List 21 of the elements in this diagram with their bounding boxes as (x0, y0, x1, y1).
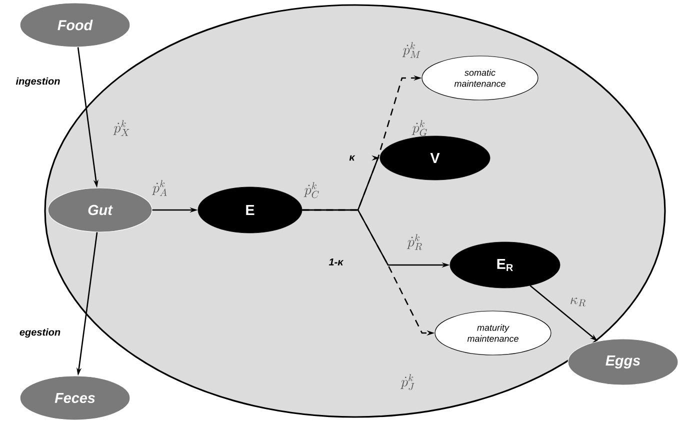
ellipse-node: Eggs (568, 338, 678, 386)
ellipse-node: E$_{R}$ (450, 242, 560, 288)
annotation-label: 1-κ (328, 258, 344, 266)
annotation-label: egestion (20, 328, 60, 338)
annotation-label: ingestion (16, 77, 60, 87)
flux-label: $\kappa_{R}$ (570, 298, 586, 306)
ellipse-node: Food (20, 2, 130, 48)
ellipse-node: E (198, 186, 302, 234)
flux-label: $\dot{p}_{A}^{k}$ (152, 180, 167, 196)
flux-label: $\dot{p}_{R}^{k}$ (406, 234, 422, 250)
flux-label: $\dot{p}_{G}^{k}$ (412, 120, 427, 136)
ellipse-node: maturity maintenance (434, 310, 552, 356)
flux-label: $\dot{p}_{C}^{k}$ (304, 182, 319, 198)
flux-label: $\dot{p}_{J}^{k}$ (400, 374, 414, 390)
flux-label: $\dot{p}_{X}^{k}$ (113, 120, 130, 136)
ellipse-node: V (380, 136, 490, 180)
ellipse-node: somatic maintenance (422, 56, 538, 100)
flux-label: $\dot{p}_{M}^{k}$ (402, 42, 420, 58)
ellipse-node: Feces (20, 376, 130, 420)
ellipse-node: Gut (48, 188, 152, 232)
annotation-label: κ (349, 155, 356, 161)
